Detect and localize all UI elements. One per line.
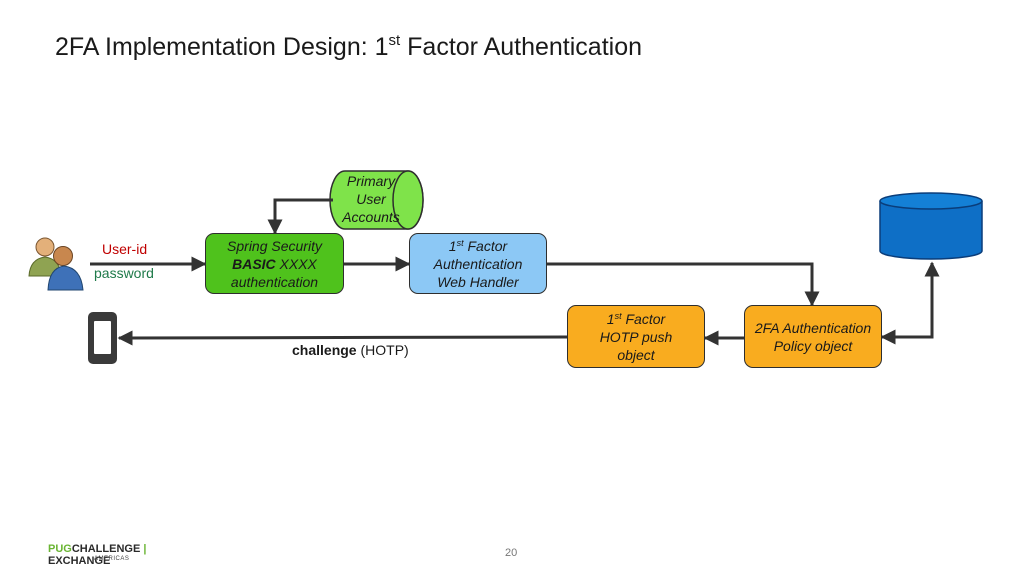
challenge-label: challenge (HOTP) — [292, 342, 409, 358]
mobile-phone-icon — [88, 312, 117, 364]
database-icon — [879, 192, 983, 260]
spring-security-node: Spring Security BASIC XXXX authenticatio… — [205, 233, 344, 294]
password-label: password — [94, 265, 154, 281]
web-handler-node: 1st Factor Authentication Web Handler — [409, 233, 547, 294]
policy-node: 2FA Authentication Policy object — [744, 305, 882, 368]
handler-to-policy-arrow — [546, 262, 820, 307]
user-id-label: User-id — [102, 241, 148, 257]
slide-title: 2FA Implementation Design: 1st Factor Au… — [55, 32, 643, 61]
primary-user-accounts-store — [329, 170, 424, 230]
hotp-to-phone-arrow — [117, 330, 568, 346]
page-number: 20 — [505, 547, 518, 559]
hotp-push-node: 1st Factor HOTP push object — [567, 305, 705, 368]
primary-user-accounts-label: Primary User Accounts — [342, 173, 400, 225]
database-to-policy-arrow — [880, 261, 940, 345]
accounts-to-spring-arrow — [267, 198, 333, 235]
users-icon — [28, 237, 84, 291]
footer-logo: PUGCHALLENGE | EXCHANGE AMERICAS — [48, 543, 147, 567]
